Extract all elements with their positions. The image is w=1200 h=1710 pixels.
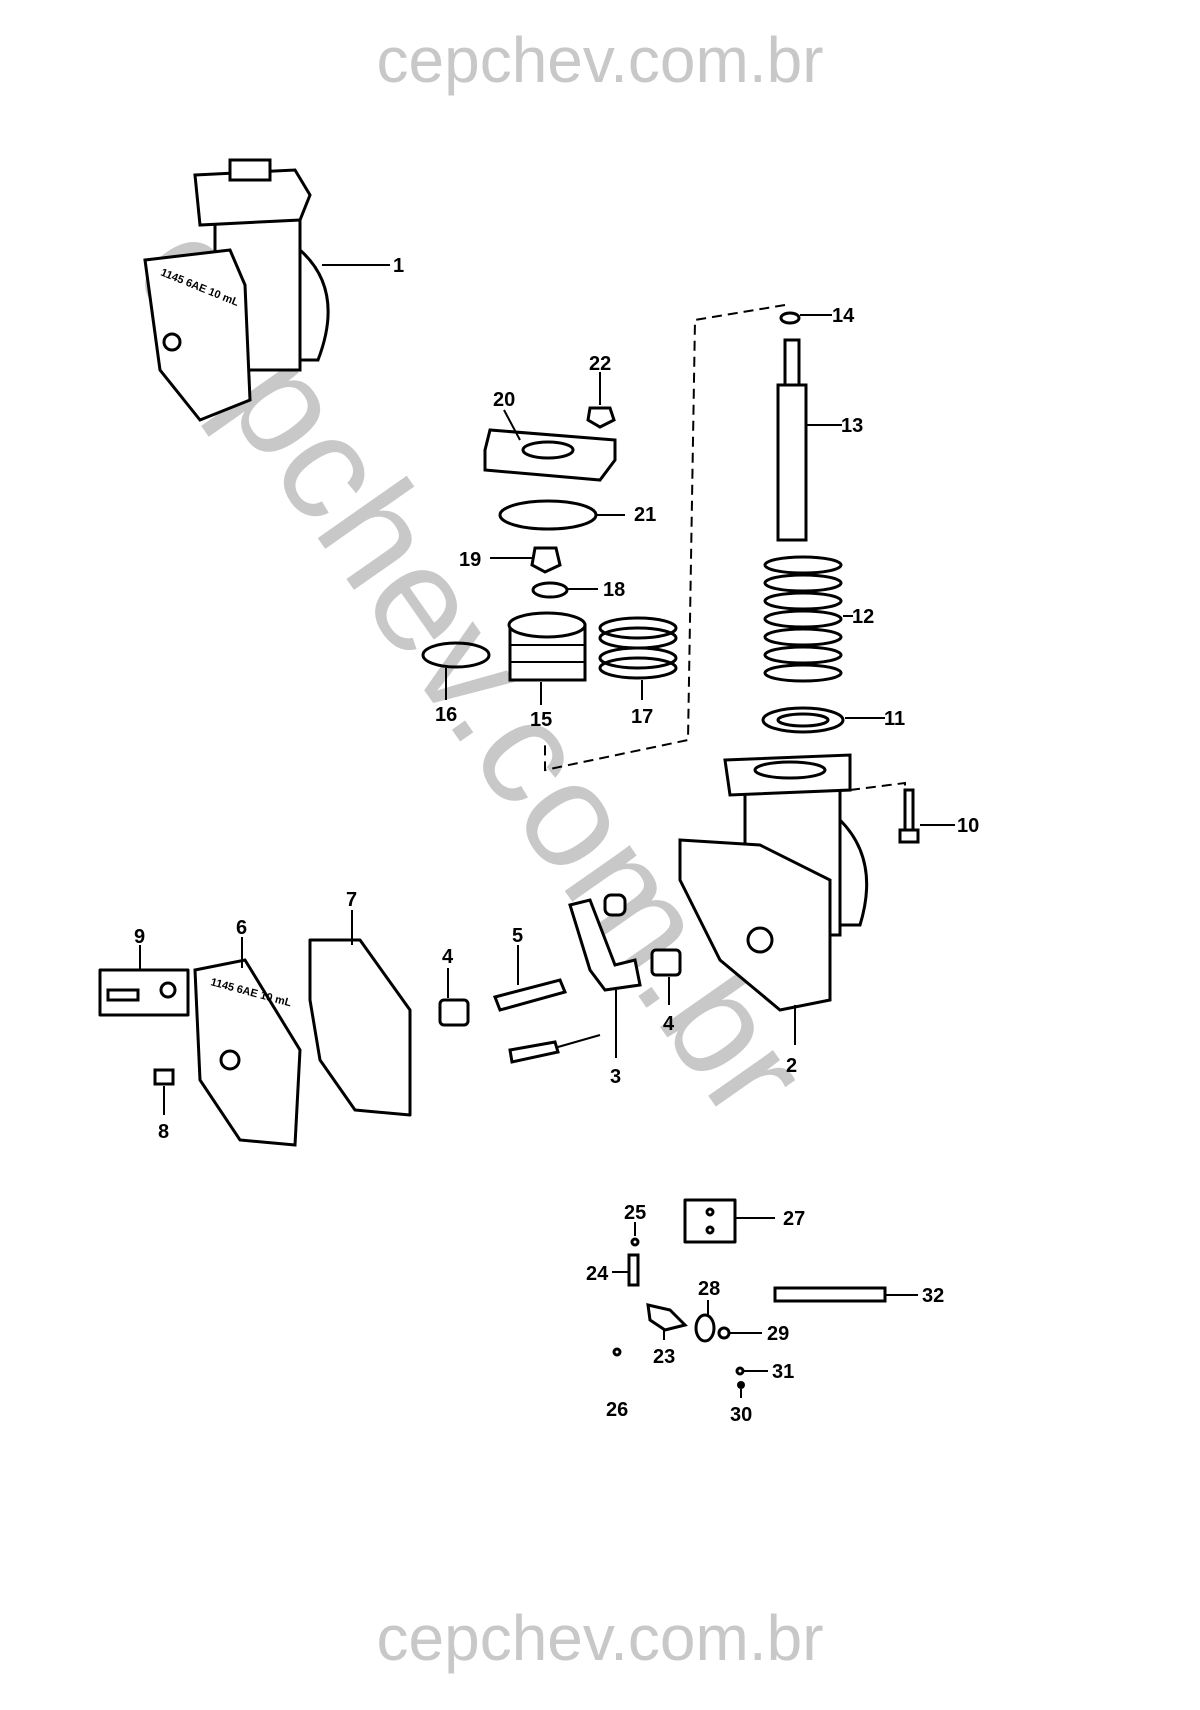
- part-7-gasket: [308, 910, 412, 1117]
- callout-5: 5: [512, 925, 523, 947]
- part-15-piston: [507, 611, 587, 705]
- part-25-ball: [630, 1222, 640, 1247]
- part-1-compressor-assembly: 1145 6AE 10 mL: [143, 158, 390, 422]
- part-26-pin: [612, 1347, 622, 1357]
- callout-21: 21: [634, 504, 656, 526]
- callout-28: 28: [698, 1278, 720, 1300]
- callout-labels: 1 2 3 4 4 5 6 7 8 9 10 11 12 13 14 15 16…: [134, 255, 979, 1426]
- part-10-bolt: [849, 781, 955, 844]
- callout-2: 2: [786, 1055, 797, 1077]
- callout-26: 26: [606, 1399, 628, 1421]
- watermark-top: cepchev.com.br: [377, 24, 824, 96]
- callout-11: 11: [884, 708, 905, 730]
- part-32-stud: [773, 1286, 918, 1303]
- part-21-o-ring: [498, 499, 625, 531]
- callout-24: 24: [586, 1263, 609, 1285]
- part-4-bushing-left: [438, 968, 470, 1027]
- callout-14: 14: [832, 305, 855, 327]
- callout-8: 8: [158, 1121, 169, 1143]
- part-19-nut: [490, 546, 562, 574]
- callout-23: 23: [653, 1346, 675, 1368]
- part-9-bolt-kit: [98, 945, 190, 1017]
- part-31-pin: [735, 1366, 768, 1376]
- part-20-cover: [483, 409, 617, 482]
- part-17-rings: [598, 616, 678, 700]
- callout-18: 18: [603, 579, 625, 601]
- callout-22: 22: [589, 353, 611, 375]
- callout-13: 13: [841, 415, 863, 437]
- part-30-ball: [737, 1381, 745, 1398]
- callout-27: 27: [783, 1208, 805, 1230]
- part-23-link: [646, 1303, 688, 1340]
- callout-15: 15: [530, 709, 552, 731]
- part-13-rod: [776, 338, 842, 542]
- callout-12: 12: [852, 606, 874, 628]
- part-11-washer: [761, 706, 885, 734]
- callout-3: 3: [610, 1066, 621, 1088]
- callout-31: 31: [772, 1361, 794, 1383]
- part-14-clip: [779, 311, 832, 325]
- part-28-washer: [694, 1300, 716, 1343]
- part-8-plug: [153, 1068, 175, 1115]
- part-2-housing: [678, 753, 869, 1045]
- callout-6: 6: [236, 917, 247, 939]
- callout-30: 30: [730, 1404, 752, 1426]
- part-12-spring: [763, 555, 853, 683]
- part-29-ring: [717, 1326, 762, 1340]
- callout-25: 25: [624, 1202, 646, 1224]
- part-4-bushing-right: [650, 948, 682, 1005]
- callout-1: 1: [393, 255, 404, 277]
- part-3-lever: [508, 893, 642, 1064]
- part-6-side-cover: 1145 6AE 10 mL: [193, 937, 302, 1147]
- callout-29: 29: [767, 1323, 789, 1345]
- part-18-washer: [531, 581, 598, 599]
- callout-20: 20: [493, 389, 515, 411]
- callout-32: 32: [922, 1285, 944, 1307]
- part-5-pin: [492, 945, 568, 1012]
- callout-4b: 4: [663, 1013, 675, 1035]
- callout-9: 9: [134, 926, 145, 948]
- part-22-nut: [586, 372, 616, 429]
- part-16-ring: [421, 641, 491, 700]
- callout-17: 17: [631, 706, 653, 728]
- callout-10: 10: [957, 815, 979, 837]
- callout-19: 19: [459, 549, 481, 571]
- watermark-bottom: cepchev.com.br: [377, 1602, 824, 1674]
- part-27-kit-box: [683, 1198, 775, 1244]
- callout-16: 16: [435, 704, 457, 726]
- part-24-spring-pin: [612, 1253, 640, 1287]
- callout-7: 7: [346, 889, 357, 911]
- callout-4a: 4: [442, 946, 454, 968]
